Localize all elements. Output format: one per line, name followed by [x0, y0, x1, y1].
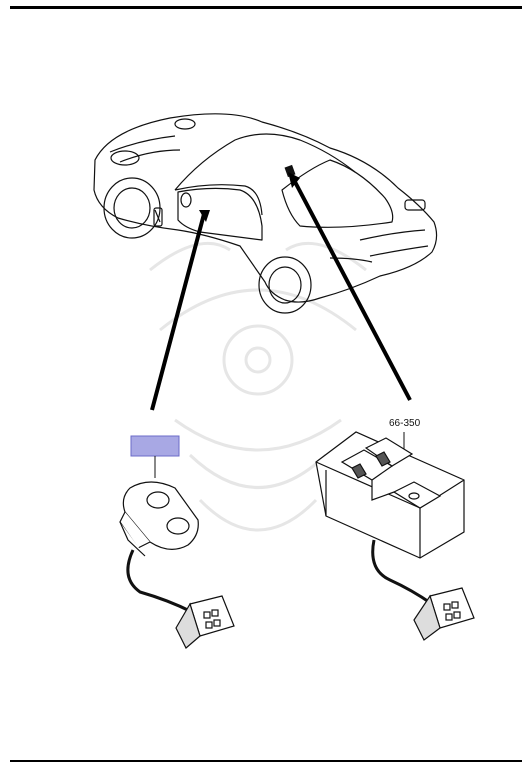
- part-number-right: 66-350: [389, 418, 421, 429]
- watermark-emblem: [149, 241, 367, 532]
- leader-left: [150, 210, 210, 411]
- bottom-rule: [10, 760, 522, 762]
- top-rule: [10, 6, 522, 9]
- car-switch-location-marker: [284, 164, 296, 178]
- right-switch: [315, 431, 475, 641]
- leader-right: [288, 172, 412, 401]
- car-outline: [93, 113, 438, 314]
- left-part-label-box: [130, 435, 180, 457]
- left-switch: [119, 481, 235, 649]
